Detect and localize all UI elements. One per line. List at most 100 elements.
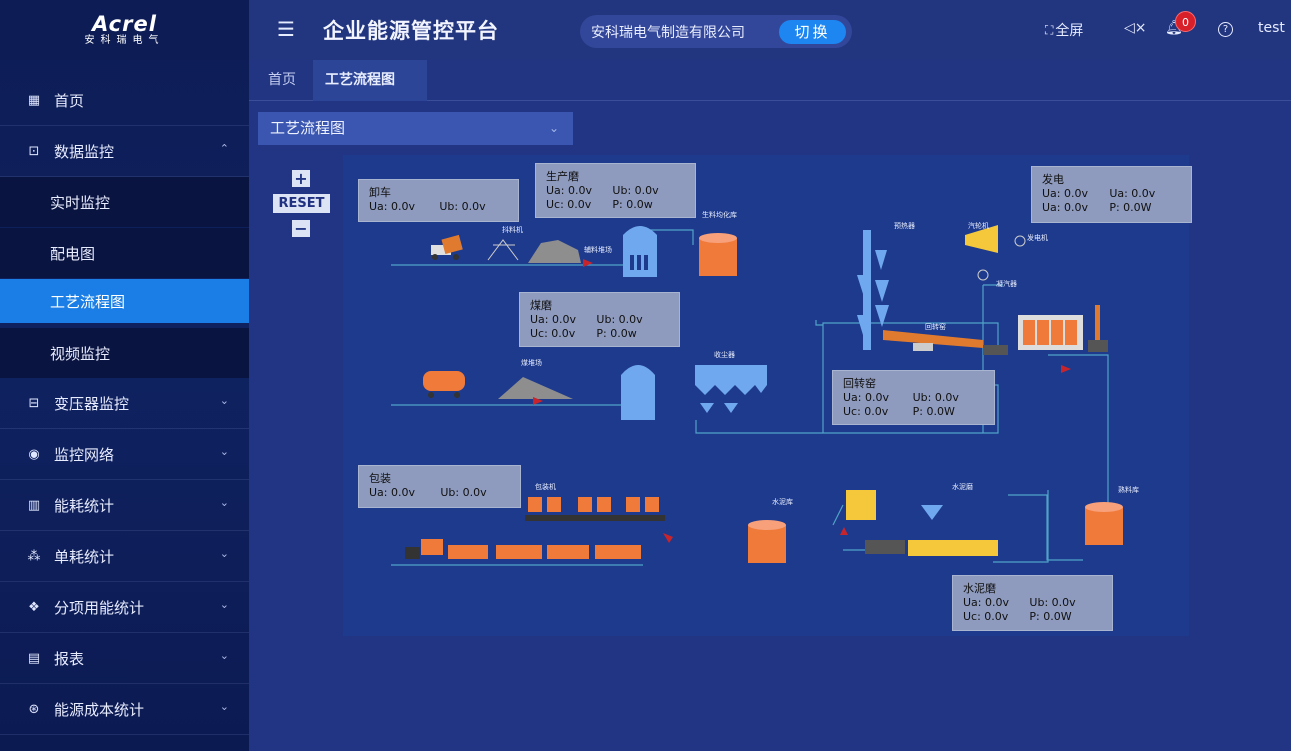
chevron-down-icon: ⌄ — [219, 547, 229, 560]
cooler — [1018, 305, 1108, 352]
panel-title: 水泥磨 — [963, 582, 996, 595]
fullscreen-button[interactable]: ⛶ 全屏 — [1045, 20, 1083, 40]
panel-ub: Ua: 0.0v — [1109, 187, 1156, 200]
tab-home[interactable]: 首页 — [256, 60, 308, 101]
fullscreen-icon: ⛶ — [1045, 22, 1054, 37]
sidebar-item-unit-consumption[interactable]: ⁂ 单耗统计 ⌄ — [0, 532, 249, 582]
panel-ua: Ua: 0.0v — [843, 391, 889, 404]
panel-ua: Ua: 0.0v — [369, 200, 415, 213]
sidebar-item-energy-stats[interactable]: ▥ 能耗统计 ⌄ — [0, 481, 249, 531]
sidebar-item-label: 报表 — [54, 650, 85, 668]
sidebar-item-label: 能耗统计 — [54, 497, 115, 515]
label-raw-meal-silo: 生料均化库 — [702, 211, 737, 219]
cement-train — [405, 539, 641, 559]
panel-title: 回转窑 — [843, 377, 876, 390]
label-coal-stockpile: 煤堆场 — [521, 359, 542, 367]
shaker-machine — [487, 239, 519, 261]
diagram-select[interactable]: 工艺流程图 ⌄ — [258, 112, 573, 145]
tab-label: 首页 — [268, 72, 296, 88]
sidebar-subitem-power-diagram[interactable]: 配电图 — [0, 228, 249, 278]
sidebar-item-network[interactable]: ◉ 监控网络 ⌄ — [0, 430, 249, 480]
unloading-truck — [431, 234, 463, 260]
yen-icon: ⊛ — [28, 702, 40, 717]
panel-ub: Ub: 0.0v — [912, 391, 959, 404]
panel-ua: Ua: 0.0v — [1042, 187, 1088, 200]
chevron-down-icon: ⌄ — [219, 598, 229, 611]
monitor-icon: ⊡ — [28, 144, 40, 159]
sidebar-subitem-label: 视频监控 — [50, 344, 111, 363]
label-shaker: 抖料机 — [502, 226, 523, 234]
menu-toggle-icon[interactable]: ☰ — [277, 17, 295, 41]
panel-uc: Uc: 0.0v — [546, 198, 592, 211]
aux-stockpile — [528, 240, 581, 263]
panel-ub: Ub: 0.0v — [440, 486, 487, 499]
panel-title: 生产磨 — [546, 170, 579, 183]
sidebar-item-home[interactable]: ▦ 首页 — [0, 76, 249, 126]
sidebar-item-data-monitor[interactable]: ⊡ 数据监控 ⌃ — [0, 127, 249, 177]
tab-process-flow[interactable]: 工艺流程图 X — [313, 60, 427, 129]
panel-ub: Ub: 0.0v — [596, 313, 643, 326]
sidebar-subitem-label: 实时监控 — [50, 193, 111, 212]
user-menu[interactable]: test — [1258, 20, 1285, 36]
panel-p: P: 0.0w — [612, 198, 653, 211]
tank-wagon — [423, 371, 465, 398]
rotary-kiln — [883, 330, 1008, 355]
sidebar-item-report[interactable]: ▤ 报表 ⌄ — [0, 634, 249, 684]
label-dust-collector: 收尘器 — [714, 351, 735, 359]
sidebar-subitem-realtime[interactable]: 实时监控 — [0, 177, 249, 227]
chevron-up-icon: ⌃ — [219, 142, 229, 155]
cement-silo — [748, 520, 786, 563]
raw-mill — [623, 226, 657, 277]
panel-ub: Ub: 0.0v — [1029, 596, 1076, 609]
sidebar-item-label: 监控网络 — [54, 446, 115, 464]
sidebar-item-label: 单耗统计 — [54, 548, 115, 566]
zoom-in-button[interactable]: + — [292, 170, 310, 187]
switch-button[interactable]: 切换 — [779, 20, 846, 44]
generator — [1014, 235, 1026, 247]
flow-arrow — [1061, 365, 1071, 373]
logo-subtext: 安科瑞电气 — [84, 35, 165, 46]
notification-badge: 0 — [1175, 11, 1196, 32]
panel-p: P: 0.0w — [596, 327, 637, 340]
label-cement-mill: 水泥磨 — [952, 483, 973, 491]
flow-arrow — [533, 397, 543, 405]
sidebar-item-itemized[interactable]: ❖ 分项用能统计 ⌄ — [0, 583, 249, 633]
panel-ua: Ua: 0.0v — [369, 486, 415, 499]
panel-ua: Ua: 0.0v — [963, 596, 1009, 609]
panel-p: P: 0.0W — [912, 405, 955, 418]
chevron-down-icon: ⌄ — [219, 496, 229, 509]
top-header: ☰ 企业能源管控平台 安科瑞电气制造有限公司 切换 ⛶ 全屏 ◁× 🔔︎ 0 ?… — [249, 0, 1291, 60]
network-icon: ◉ — [28, 447, 40, 462]
nodes-icon: ⁂ — [27, 549, 41, 564]
sidebar-item-cost[interactable]: ⊛ 能源成本统计 ⌄ — [0, 685, 249, 735]
dust-collector — [695, 365, 767, 413]
packer — [525, 497, 665, 521]
sidebar-subitem-video[interactable]: 视频监控 — [0, 328, 249, 378]
bar-chart-icon: ▥ — [27, 498, 41, 513]
diagram-select-value: 工艺流程图 — [270, 119, 346, 137]
sidebar-subitem-label: 工艺流程图 — [50, 292, 126, 311]
panel-title: 卸车 — [369, 186, 391, 199]
label-rotary-kiln: 回转窑 — [925, 323, 946, 331]
flow-arrow — [663, 533, 673, 543]
company-name: 安科瑞电气制造有限公司 — [591, 24, 745, 41]
reset-button[interactable]: RESET — [273, 194, 330, 213]
chevron-down-icon: ⌄ — [219, 649, 229, 662]
sidebar-item-transformer[interactable]: ⊟ 变压器监控 ⌄ — [0, 379, 249, 429]
sidebar: Acrel 安科瑞电气 ▦ 首页 ⊡ 数据监控 ⌃ 实时监控 配电图 工艺流程图… — [0, 0, 249, 751]
sidebar-item-label: 能源成本统计 — [54, 701, 145, 719]
sidebar-subitem-process-flow[interactable]: 工艺流程图 — [0, 279, 249, 323]
fullscreen-label: 全屏 — [1055, 23, 1084, 39]
brand-logo: Acrel 安科瑞电气 — [0, 0, 249, 60]
help-icon[interactable]: ? — [1218, 22, 1233, 37]
flow-arrow — [583, 259, 593, 267]
zoom-out-button[interactable]: − — [292, 220, 310, 237]
mute-button[interactable]: ◁× — [1124, 20, 1147, 36]
cement-mill — [846, 490, 998, 556]
